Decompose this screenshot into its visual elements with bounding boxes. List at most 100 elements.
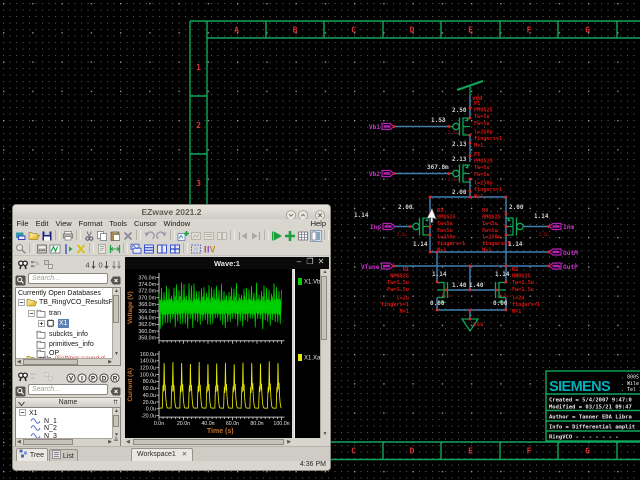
port-Vb2[interactable]: [381, 169, 395, 178]
clear-search-icon[interactable]: [110, 273, 121, 285]
signal-item-label[interactable]: N_2: [44, 425, 57, 432]
tree-item-tran[interactable]: tran: [17, 309, 112, 319]
menu-view[interactable]: View: [55, 219, 72, 228]
notes-button[interactable]: [96, 242, 108, 254]
new-database-button[interactable]: [15, 229, 27, 241]
filter-d-button[interactable]: D: [99, 370, 109, 383]
tree-expander-minus-icon[interactable]: [18, 299, 26, 308]
tree-item-primitives_info[interactable]: primitives_info: [17, 340, 112, 350]
signal-item-label[interactable]: N_3: [44, 432, 57, 440]
copy-tree-icon[interactable]: [43, 258, 55, 270]
undo-button[interactable]: [143, 229, 155, 241]
close-button[interactable]: [314, 207, 326, 221]
collapse-all-icon[interactable]: ⇈: [112, 400, 118, 406]
find-icon[interactable]: [17, 258, 29, 270]
chart-flip-disabled-button[interactable]: [203, 229, 215, 241]
menu-window[interactable]: Window: [163, 219, 191, 228]
print-button[interactable]: [62, 229, 74, 241]
copy-disabled-icon[interactable]: [43, 370, 53, 381]
minimize-button[interactable]: [285, 207, 297, 221]
workspace-tab-close-icon[interactable]: ✕: [181, 451, 188, 458]
menu-cursor[interactable]: Cursor: [133, 219, 157, 228]
port-Vb1[interactable]: [381, 122, 395, 131]
power-button[interactable]: [284, 229, 296, 241]
menu-format[interactable]: Format: [78, 219, 103, 228]
list-vscrollbar[interactable]: ▲▼: [112, 408, 120, 439]
menu-help[interactable]: Help: [310, 219, 326, 228]
panel-toggle-button[interactable]: [310, 229, 322, 242]
menubar[interactable]: File Edit View Format Tools Cursor Window Help: [13, 219, 330, 229]
scroll-right-icon[interactable]: ▶: [287, 439, 291, 445]
sort-az-icon[interactable]: 4: [85, 258, 97, 270]
sort-za-icon[interactable]: 0: [98, 258, 110, 270]
delete-button[interactable]: [122, 229, 134, 241]
open-button[interactable]: [28, 229, 40, 241]
tab-list[interactable]: List: [48, 449, 78, 461]
menu-file[interactable]: File: [16, 219, 29, 228]
goto-end-button[interactable]: [250, 229, 262, 241]
tree-item-label[interactable]: OP: [49, 349, 60, 357]
tree-item-label[interactable]: TB_RingVCO_ResultsPai: [39, 299, 112, 306]
tree-hscrollbar[interactable]: ◀▶: [16, 358, 113, 365]
wave-close-button[interactable]: ✕: [317, 257, 325, 266]
find-icon[interactable]: [17, 370, 28, 382]
search-icon[interactable]: [15, 273, 26, 286]
tree-item-TB_RingVCO_ResultsPai[interactable]: TB_RingVCO_ResultsPai: [17, 298, 112, 308]
port-OutM[interactable]: [548, 248, 562, 256]
wave-hscrollbar[interactable]: ◀ ▶: [125, 438, 292, 446]
search-icon[interactable]: [15, 384, 26, 397]
scroll-down-icon[interactable]: ▼: [322, 431, 328, 437]
clear-search-icon[interactable]: [110, 384, 121, 396]
signal-item-N_2[interactable]: N_2: [17, 424, 112, 434]
legend-entry-X1.Xa1.F[interactable]: X1.Xa1.F: [298, 354, 329, 363]
pointer-zoom-button[interactable]: [15, 242, 27, 254]
signal-item-X1[interactable]: X1: [17, 409, 112, 419]
scroll-left-icon[interactable]: ◀: [126, 439, 130, 445]
port-OutP[interactable]: [548, 262, 562, 270]
signal-search-input[interactable]: Search...: [28, 384, 108, 395]
tree-item-label[interactable]: primitives_info: [49, 341, 94, 348]
signal-list[interactable]: X1N_1N_2N_3N_4▲▼◀▶⇊: [15, 407, 121, 447]
grid-table-button[interactable]: [297, 229, 309, 241]
database-search-input[interactable]: Search...: [28, 273, 108, 284]
menu-edit[interactable]: Edit: [35, 219, 49, 228]
workspace-tab[interactable]: Workspace1 ✕: [131, 448, 194, 461]
chart-disabled-button[interactable]: [190, 229, 202, 241]
save-button[interactable]: [41, 229, 53, 241]
column-dropdown-icon[interactable]: [17, 399, 26, 408]
paste-button[interactable]: [109, 229, 121, 241]
filter-p-button[interactable]: P: [88, 370, 98, 383]
port-Inm[interactable]: [548, 222, 562, 231]
signal-item-label[interactable]: N_1: [44, 417, 57, 425]
legend-entry-X1.Vb2[interactable]: X1.Vb2: [298, 278, 324, 287]
h-measure-button[interactable]: [109, 242, 121, 254]
tree-item-X1[interactable]: X1: [17, 319, 112, 329]
menu-tools[interactable]: Tools: [109, 219, 127, 228]
tree-expander-minus-icon[interactable]: [28, 309, 36, 319]
tree-item-OP[interactable]: OP: [17, 349, 112, 359]
stack-waves-button[interactable]: [130, 242, 142, 254]
wave-restore-button[interactable]: ❐: [306, 257, 314, 266]
filter-r-button[interactable]: R: [110, 370, 120, 383]
signal-item-N_3[interactable]: N_3: [17, 432, 112, 442]
port-Inp[interactable]: [382, 222, 396, 231]
run-button[interactable]: [271, 229, 283, 241]
port-VTune[interactable]: [380, 262, 395, 270]
group-disabled-icon[interactable]: [30, 370, 40, 380]
calculator-button[interactable]: [36, 242, 48, 254]
scroll-up-icon[interactable]: ▲: [322, 269, 328, 275]
list-hscrollbar[interactable]: ◀▶: [16, 438, 113, 446]
measure-chart-button[interactable]: [49, 242, 61, 254]
region-select-button[interactable]: [190, 242, 202, 254]
redo-button[interactable]: [156, 229, 168, 241]
split-vertical-button[interactable]: [156, 242, 168, 254]
legend-scrollbar[interactable]: ▲ ▼: [320, 269, 329, 438]
cursor-add-button[interactable]: [62, 242, 74, 254]
split-grid-button[interactable]: [169, 242, 181, 254]
